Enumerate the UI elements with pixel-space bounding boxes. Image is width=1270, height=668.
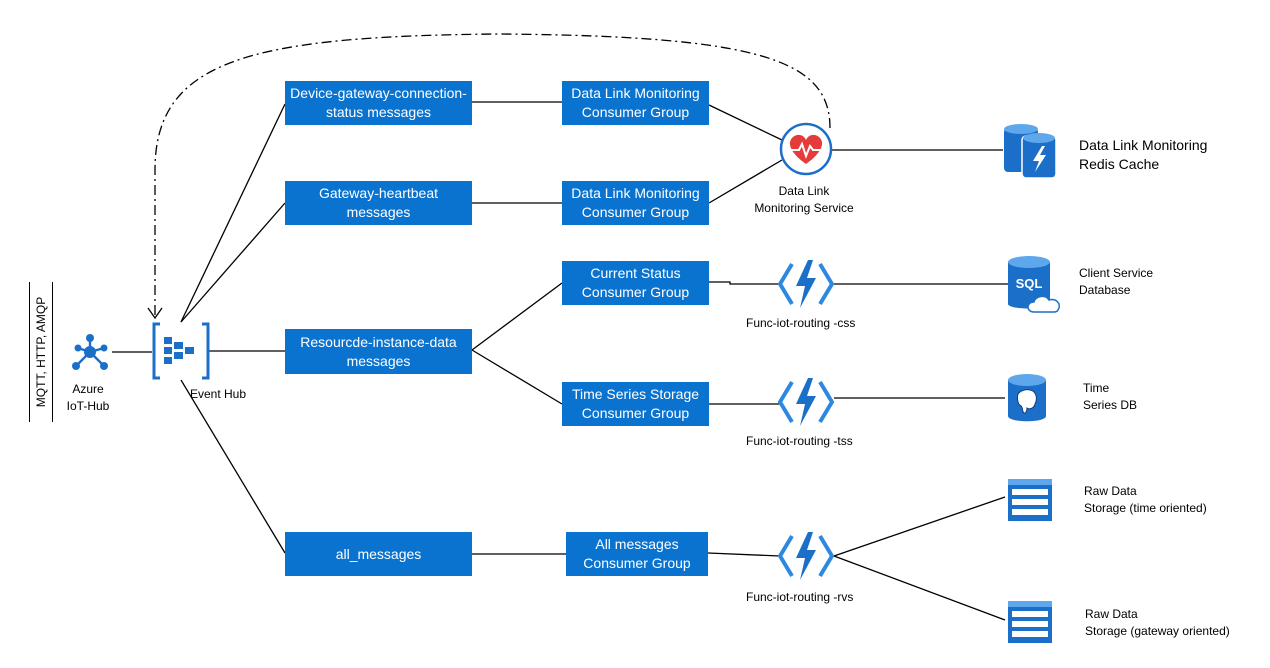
line-dlm-feedback-dashdot	[154, 33, 831, 316]
azure-function-icon-rvs	[778, 532, 834, 580]
line-eventhub-allmessages	[180, 379, 286, 554]
line-eventhub-heartbeat	[180, 202, 286, 323]
postgresql-icon	[1008, 374, 1046, 422]
consumer-group-dlm-1[interactable]: Data Link Monitoring Consumer Group	[562, 81, 709, 125]
tsdb-label: Time Series DB	[1083, 381, 1138, 412]
func-tss-label: Func-iot-routing -tss	[746, 434, 853, 448]
protocol-label: MQTT, HTTP, AMQP	[34, 296, 48, 408]
protocol-divider-left	[29, 282, 30, 422]
line-resource-current-status	[471, 282, 563, 351]
redis-label: Data Link Monitoring Redis Cache	[1079, 137, 1208, 172]
line-current-status-func	[709, 281, 780, 285]
sql-database-icon: SQL	[1008, 256, 1061, 313]
raw-time-label: Raw Data Storage (time oriented)	[1084, 484, 1207, 515]
line-func-rvs-raw-gateway	[833, 555, 1006, 621]
raw-gateway-label: Raw Data Storage (gateway oriented)	[1085, 607, 1230, 638]
azure-function-icon-css	[778, 260, 834, 308]
iot-hub-icon	[72, 334, 108, 370]
event-hub-label: Event Hub	[190, 387, 247, 401]
line-eventhub-device-gateway	[180, 103, 286, 323]
heart-monitor-icon	[779, 122, 833, 176]
topic-resource-instance-data[interactable]: Resourcde-instance-data messages	[285, 329, 472, 374]
storage-table-icon-time	[1008, 479, 1052, 521]
topic-all-messages[interactable]: all_messages	[285, 532, 472, 576]
consumer-group-current-status[interactable]: Current Status Consumer Group	[562, 261, 709, 305]
consumer-group-time-series[interactable]: Time Series Storage Consumer Group	[562, 382, 709, 426]
azure-function-icon-tss	[778, 378, 834, 426]
redis-cache-icon	[1004, 124, 1057, 179]
sql-label: Client Service Database	[1079, 266, 1154, 297]
line-cg2-dlm-service	[708, 159, 783, 204]
svg-text:SQL: SQL	[1016, 276, 1043, 291]
consumer-group-all-messages[interactable]: All messages Consumer Group	[566, 532, 708, 576]
event-hub-icon	[152, 322, 210, 380]
line-cg1-dlm-service	[708, 104, 783, 141]
func-rvs-label: Func-iot-routing -rvs	[746, 590, 854, 604]
line-resource-time-series	[471, 349, 563, 405]
storage-table-icon-gateway	[1008, 601, 1052, 643]
dlm-service-label: Data Link Monitoring Service	[754, 184, 854, 215]
feedback-arrowhead	[147, 307, 163, 320]
consumer-group-dlm-2[interactable]: Data Link Monitoring Consumer Group	[562, 181, 709, 225]
func-css-label: Func-iot-routing -css	[746, 316, 856, 330]
protocol-divider-right	[52, 282, 53, 422]
topic-device-gateway-status[interactable]: Device-gateway-connection- status messag…	[285, 81, 472, 125]
protocol-label-group: MQTT, HTTP, AMQP	[21, 282, 61, 422]
iot-hub-label: Azure IoT-Hub	[66, 382, 110, 413]
topic-gateway-heartbeat[interactable]: Gateway-heartbeat messages	[285, 181, 472, 225]
line-func-rvs-raw-time	[833, 496, 1006, 557]
line-all-cg-func	[707, 552, 781, 557]
